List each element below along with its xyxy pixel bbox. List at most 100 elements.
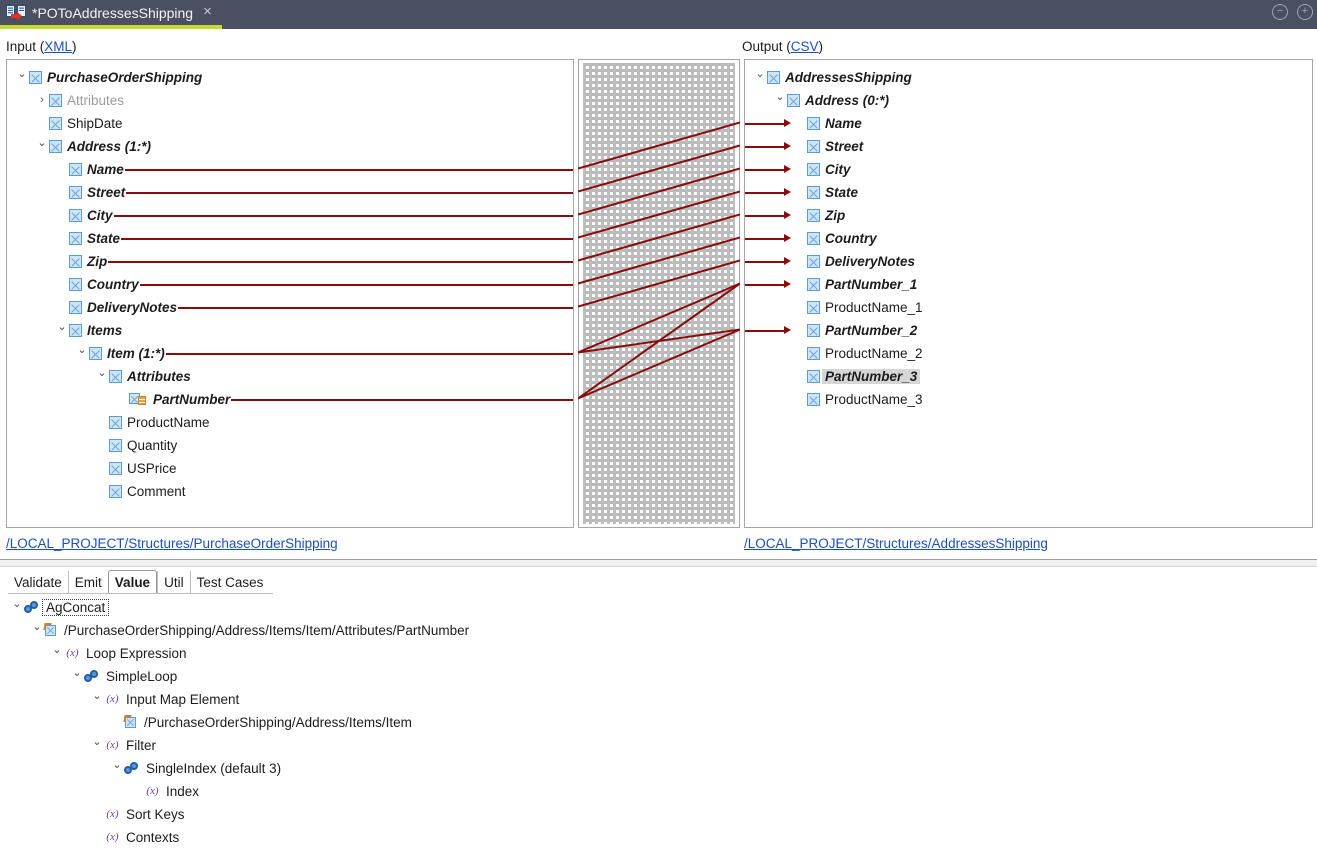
value-expression-tree[interactable]: AgConcat/PurchaseOrderShipping/Address/I… (0, 596, 1317, 854)
chevron-down-icon[interactable] (30, 625, 44, 636)
input-tree-row[interactable]: Zip (55, 250, 107, 273)
chevron-down-icon[interactable] (110, 763, 124, 774)
chevron-down-icon[interactable] (15, 72, 29, 83)
input-tree-row[interactable]: ProductName (95, 411, 210, 434)
output-tree-row[interactable]: PartNumber_2 (793, 319, 917, 342)
element-icon (767, 71, 780, 84)
input-tree-row[interactable]: PurchaseOrderShipping (15, 66, 202, 89)
chevron-down-icon[interactable] (75, 348, 89, 359)
expression-icon: (x) (146, 785, 159, 797)
output-panel-header: Output (CSV) (742, 39, 823, 54)
element-icon (807, 278, 820, 291)
input-tree-row[interactable]: City (55, 204, 113, 227)
input-tree-row[interactable]: Item (1:*) (75, 342, 165, 365)
tab-test-cases[interactable]: Test Cases (189, 571, 270, 593)
expression-tree-row[interactable]: AgConcat (10, 596, 110, 619)
tab-value[interactable]: Value (107, 570, 158, 593)
chevron-down-icon[interactable] (10, 602, 24, 613)
output-tree-row[interactable]: City (793, 158, 851, 181)
input-format-link[interactable]: XML (44, 39, 73, 54)
input-tree-row[interactable]: Street (55, 181, 125, 204)
tab-util[interactable]: Util (157, 571, 190, 593)
output-tree-row[interactable]: State (793, 181, 858, 204)
minimize-button[interactable]: − (1272, 4, 1288, 20)
close-icon[interactable]: × (203, 3, 212, 20)
input-tree-row[interactable]: Attributes (35, 89, 124, 112)
input-tree-panel[interactable]: PurchaseOrderShippingAttributesShipDateA… (6, 59, 574, 528)
chevron-down-icon[interactable] (773, 95, 787, 106)
expression-tree-row[interactable]: /PurchaseOrderShipping/Address/Items/Ite… (110, 711, 412, 734)
element-icon (49, 140, 62, 153)
expression-tree-row[interactable]: (x)Input Map Element (90, 688, 239, 711)
output-tree-row[interactable]: Name (793, 112, 862, 135)
mapping-arrow-line (745, 145, 784, 148)
expression-tree-row[interactable]: (x)Contexts (90, 826, 179, 849)
input-tree-row[interactable]: Items (55, 319, 122, 342)
mapping-arrow-head (784, 142, 791, 150)
output-tree-panel[interactable]: AddressesShippingAddress (0:*)NameStreet… (744, 59, 1313, 528)
input-tree-row[interactable]: Address (1:*) (35, 135, 151, 158)
input-tree-row[interactable]: State (55, 227, 120, 250)
expression-tree-row[interactable]: (x)Sort Keys (90, 803, 185, 826)
input-tree-row[interactable]: Country (55, 273, 139, 296)
tab-label: Value (114, 574, 151, 590)
expression-tree-row[interactable]: /PurchaseOrderShipping/Address/Items/Ite… (30, 619, 469, 642)
tab-validate[interactable]: Validate (8, 571, 68, 593)
expression-tree-row[interactable]: (x)Index (130, 780, 199, 803)
expression-node-label: Sort Keys (126, 807, 185, 822)
output-tree-row[interactable]: Street (793, 135, 863, 158)
expression-tree-row[interactable]: (x)Loop Expression (50, 642, 186, 665)
input-node-label: USPrice (127, 461, 177, 476)
output-node-label: PartNumber_1 (825, 277, 918, 292)
output-tree-row[interactable]: Country (793, 227, 877, 250)
chevron-down-icon[interactable] (90, 740, 104, 751)
expression-node-label: Filter (126, 738, 156, 753)
expression-tree-row[interactable]: SimpleLoop (70, 665, 177, 688)
editor-tab-label: *POToAddressesShipping (32, 4, 194, 21)
panel-splitter[interactable] (0, 559, 1317, 567)
chevron-right-icon[interactable] (35, 95, 49, 106)
output-tree-row[interactable]: PartNumber_3 (793, 365, 921, 388)
chevron-down-icon[interactable] (90, 694, 104, 705)
element-icon (807, 393, 820, 406)
expression-tree-row[interactable]: (x)Filter (90, 734, 156, 757)
input-tree-row[interactable]: USPrice (95, 457, 177, 480)
input-tree-row[interactable]: Quantity (95, 434, 177, 457)
chevron-down-icon[interactable] (753, 72, 767, 83)
connector-grid-panel[interactable] (578, 59, 740, 528)
output-node-label: DeliveryNotes (825, 254, 916, 269)
input-structure-link[interactable]: /LOCAL_PROJECT/Structures/PurchaseOrderS… (6, 536, 338, 551)
element-icon (807, 255, 820, 268)
output-format-link[interactable]: CSV (790, 39, 819, 54)
chevron-down-icon[interactable] (35, 141, 49, 152)
input-tree-row[interactable]: ShipDate (35, 112, 123, 135)
output-tree-row[interactable]: AddressesShipping (753, 66, 912, 89)
mapping-arrow-line (745, 260, 784, 263)
input-tree-row[interactable]: DeliveryNotes (55, 296, 177, 319)
output-tree-row[interactable]: ProductName_1 (793, 296, 923, 319)
chevron-down-icon[interactable] (95, 371, 109, 382)
chevron-down-icon[interactable] (55, 325, 69, 336)
maximize-button[interactable]: + (1297, 4, 1313, 20)
editor-tab-active[interactable]: *POToAddressesShipping × (0, 0, 222, 29)
output-tree-row[interactable]: ProductName_3 (793, 388, 923, 411)
tab-emit[interactable]: Emit (67, 571, 108, 593)
output-tree-row[interactable]: DeliveryNotes (793, 250, 915, 273)
input-node-label: Item (1:*) (107, 346, 165, 361)
input-tree-row[interactable]: PartNumber (115, 388, 230, 411)
output-structure-link[interactable]: /LOCAL_PROJECT/Structures/AddressesShipp… (744, 536, 1048, 551)
element-icon (69, 301, 82, 314)
element-icon (807, 347, 820, 360)
element-icon (109, 439, 122, 452)
output-tree-row[interactable]: PartNumber_1 (793, 273, 917, 296)
output-tree-row[interactable]: Zip (793, 204, 845, 227)
chevron-down-icon[interactable] (70, 671, 84, 682)
input-tree-row[interactable]: Comment (95, 480, 186, 503)
chevron-down-icon[interactable] (50, 648, 64, 659)
expression-tree-row[interactable]: SingleIndex (default 3) (110, 757, 281, 780)
output-tree-row[interactable]: ProductName_2 (793, 342, 923, 365)
input-tree-row[interactable]: Attributes (95, 365, 191, 388)
input-tree-row[interactable]: Name (55, 158, 124, 181)
output-tree-row[interactable]: Address (0:*) (773, 89, 889, 112)
